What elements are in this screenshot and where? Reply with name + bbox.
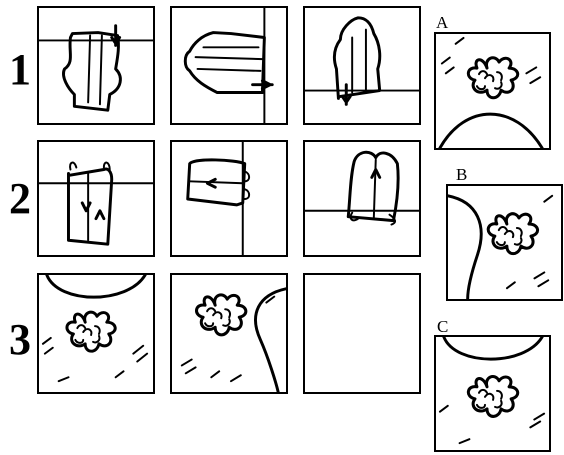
option-label-b: B [456, 166, 467, 183]
cell-r1c3[interactable] [303, 6, 421, 125]
option-label-c: C [437, 318, 448, 335]
cell-r1c2[interactable] [170, 6, 288, 125]
cell-r1c1[interactable] [37, 6, 155, 125]
cell-r2c1[interactable] [37, 140, 155, 257]
cell-r3c1[interactable] [37, 273, 155, 394]
option-c[interactable] [434, 335, 551, 452]
cell-r3c2[interactable] [170, 273, 288, 394]
row-label-2: 2 [9, 177, 31, 221]
answer-slot[interactable] [303, 273, 421, 394]
option-a[interactable] [434, 32, 551, 150]
cell-r2c2[interactable] [170, 140, 288, 257]
row-label-3: 3 [9, 318, 31, 362]
cell-r2c3[interactable] [303, 140, 421, 257]
row-label-1: 1 [9, 48, 31, 92]
option-label-a: A [436, 14, 448, 31]
option-b[interactable] [446, 184, 563, 301]
